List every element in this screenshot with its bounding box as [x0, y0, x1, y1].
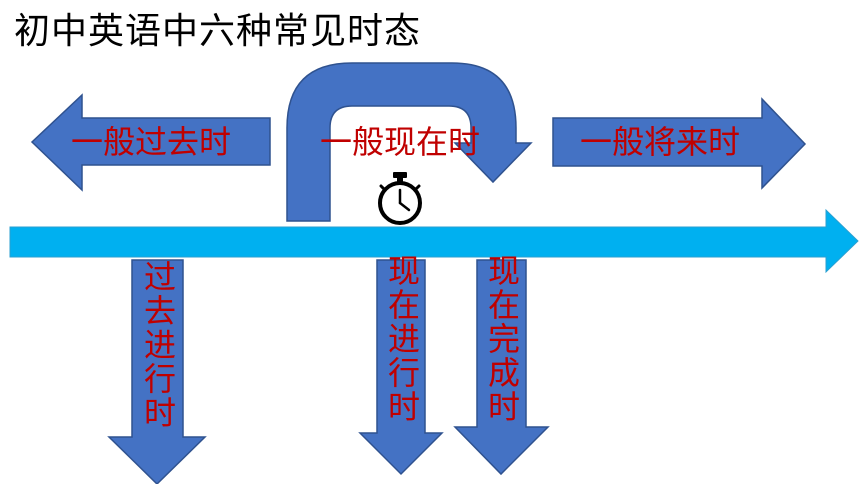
past-simple-label: 一般过去时: [71, 123, 232, 161]
present-perfect-label: 现在完成时: [483, 254, 521, 424]
future-simple-arrow: [552, 97, 807, 190]
present-simple-arrow: [286, 62, 533, 222]
timeline-arrow: [9, 208, 859, 274]
present-continuous-label: 现在进行时: [383, 254, 421, 424]
page-title: 初中英语中六种常见时态: [14, 11, 422, 52]
present-perfect-arrow: [453, 259, 550, 476]
past-continuous-arrow: [107, 259, 207, 484]
past-continuous-label: 过去进行时: [139, 260, 177, 430]
present-continuous-arrow: [358, 259, 444, 476]
stopwatch-icon: [378, 172, 422, 225]
present-simple-label: 一般现在时: [320, 123, 481, 161]
future-simple-label: 一般将来时: [580, 123, 741, 161]
past-simple-arrow: [30, 93, 271, 192]
